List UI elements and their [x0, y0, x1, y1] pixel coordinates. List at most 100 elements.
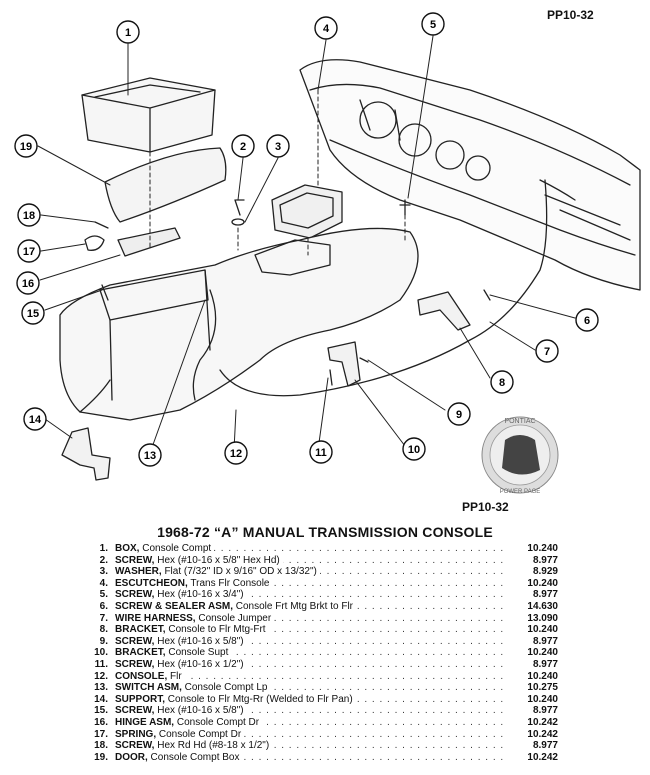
callout-label: 18: [23, 210, 35, 222]
part-group-number: 10.242: [527, 716, 558, 728]
part-description: . . . . . . . . . . . . . . . . . . . . …: [115, 682, 506, 694]
front-bracket: [417, 291, 471, 331]
part-number-index: 10.: [94, 647, 108, 659]
document-title: 1968-72 “A” MANUAL TRANSMISSION CONSOLE: [157, 524, 493, 540]
part-description: . . . . . . . . . . . . . . . . . . . . …: [115, 716, 506, 728]
part-description: . . . . . . . . . . . . . . . . . . . . …: [115, 624, 506, 636]
part-number-index: 13.: [94, 682, 108, 694]
callout-3: 3: [266, 134, 290, 158]
callout-4: 4: [314, 16, 338, 40]
parts-list-row: 2. . . . . . . . . . . . . . . . . . . .…: [88, 554, 558, 567]
callout-10: 10: [402, 437, 426, 461]
part-name: SCREW,: [115, 705, 155, 717]
console-compartment-box: [81, 77, 216, 153]
part-number-index: 16.: [94, 716, 108, 728]
part-number-index: 8.: [99, 624, 108, 636]
callout-label: 16: [22, 278, 34, 290]
callout-2: 2: [231, 134, 255, 158]
part-group-number: 8.977: [532, 740, 558, 752]
callout-label: 17: [23, 246, 35, 258]
callout-9: 9: [447, 402, 471, 426]
parts-list-row: 9. . . . . . . . . . . . . . . . . . . .…: [88, 635, 558, 648]
parts-list-row: 7. . . . . . . . . . . . . . . . . . . .…: [88, 612, 558, 625]
part-number-index: 12.: [94, 670, 108, 682]
part-group-number: 14.630: [527, 600, 558, 612]
part-description: . . . . . . . . . . . . . . . . . . . . …: [115, 693, 506, 705]
part-description: . . . . . . . . . . . . . . . . . . . . …: [115, 647, 506, 659]
callout-19: 19: [14, 134, 38, 158]
part-group-number: 10.240: [527, 670, 558, 682]
part-name: SPRING,: [115, 728, 157, 740]
callout-13: 13: [138, 443, 162, 467]
part-number-index: 11.: [94, 658, 108, 670]
floor-console: [59, 227, 419, 421]
part-description: . . . . . . . . . . . . . . . . . . . . …: [115, 728, 506, 740]
parts-list-row: 12. . . . . . . . . . . . . . . . . . . …: [88, 670, 558, 683]
page-code-top: PP10-32: [547, 8, 594, 22]
parts-list-row: 10. . . . . . . . . . . . . . . . . . . …: [88, 647, 558, 659]
part-group-number: 10.240: [527, 647, 558, 659]
part-number-index: 9.: [99, 635, 108, 647]
callout-label: 11: [315, 447, 327, 459]
part-number-index: 14.: [94, 693, 108, 705]
pontiac-logo: PONTIAC POWER PAGE: [481, 416, 559, 495]
callout-17: 17: [17, 239, 41, 263]
part-name: SCREW,: [115, 658, 155, 670]
callout-label: 4: [323, 23, 330, 35]
callout-label: 14: [29, 414, 42, 426]
hinge-assembly: [117, 227, 181, 257]
part-group-number: 10.242: [527, 728, 558, 740]
part-group-number: 10.240: [527, 543, 558, 554]
callout-label: 2: [240, 141, 246, 153]
callout-label: 10: [408, 444, 420, 456]
parts-list-row: 11. . . . . . . . . . . . . . . . . . . …: [88, 658, 558, 671]
callout-label: 13: [144, 450, 156, 462]
part-name: DOOR,: [115, 751, 148, 763]
part-name: ESCUTCHEON,: [115, 577, 188, 589]
wire-harness: [219, 179, 548, 397]
part-group-number: 13.090: [527, 612, 558, 624]
callout-label: 5: [430, 19, 436, 31]
parts-list-row: 6. . . . . . . . . . . . . . . . . . . .…: [88, 600, 558, 613]
part-name: SCREW,: [115, 635, 155, 647]
part-group-number: 8.977: [532, 658, 558, 670]
callout-14: 14: [23, 407, 47, 431]
callout-label: 1: [125, 27, 131, 39]
parts-list-row: 3. . . . . . . . . . . . . . . . . . . .…: [88, 566, 558, 578]
part-number-index: 2.: [99, 554, 108, 566]
parts-list-row: 8. . . . . . . . . . . . . . . . . . . .…: [88, 624, 558, 636]
part-number-index: 19.: [94, 751, 108, 763]
dashboard-drawing: [299, 59, 641, 291]
part-description: . . . . . . . . . . . . . . . . . . . . …: [115, 705, 506, 717]
part-description: . . . . . . . . . . . . . . . . . . . . …: [115, 612, 506, 624]
part-description: . . . . . . . . . . . . . . . . . . . . …: [115, 751, 506, 763]
part-name: HINGE ASM,: [115, 716, 175, 728]
part-description: . . . . . . . . . . . . . . . . . . . . …: [115, 600, 506, 612]
part-name: BRACKET,: [115, 647, 166, 659]
callout-label: 9: [456, 409, 462, 421]
callout-8: 8: [490, 370, 514, 394]
callout-1: 1: [116, 20, 140, 44]
part-group-number: 10.275: [527, 682, 558, 694]
svg-text:POWER PAGE: POWER PAGE: [500, 489, 541, 495]
callout-16: 16: [16, 271, 40, 295]
callout-label: 19: [20, 141, 32, 153]
part-description: . . . . . . . . . . . . . . . . . . . . …: [115, 543, 506, 554]
part-number-index: 15.: [94, 705, 108, 717]
part-group-number: 10.240: [527, 624, 558, 636]
part-name: SCREW,: [115, 589, 155, 601]
part-description: . . . . . . . . . . . . . . . . . . . . …: [115, 554, 506, 566]
callout-15: 15: [21, 301, 45, 325]
part-group-number: 10.240: [527, 693, 558, 705]
part-name: SCREW & SEALER ASM,: [115, 600, 233, 612]
parts-list-row: 5. . . . . . . . . . . . . . . . . . . .…: [88, 589, 558, 601]
part-description: . . . . . . . . . . . . . . . . . . . . …: [115, 589, 506, 601]
part-description: . . . . . . . . . . . . . . . . . . . . …: [115, 658, 506, 670]
callout-label: 15: [27, 308, 39, 320]
parts-list-row: 19. . . . . . . . . . . . . . . . . . . …: [88, 751, 558, 764]
page-code-bottom: PP10-32: [462, 500, 509, 514]
part-description: . . . . . . . . . . . . . . . . . . . . …: [115, 670, 506, 682]
part-number-index: 7.: [99, 612, 108, 624]
part-group-number: 10.242: [527, 751, 558, 763]
parts-list-row: 17. . . . . . . . . . . . . . . . . . . …: [88, 728, 558, 741]
